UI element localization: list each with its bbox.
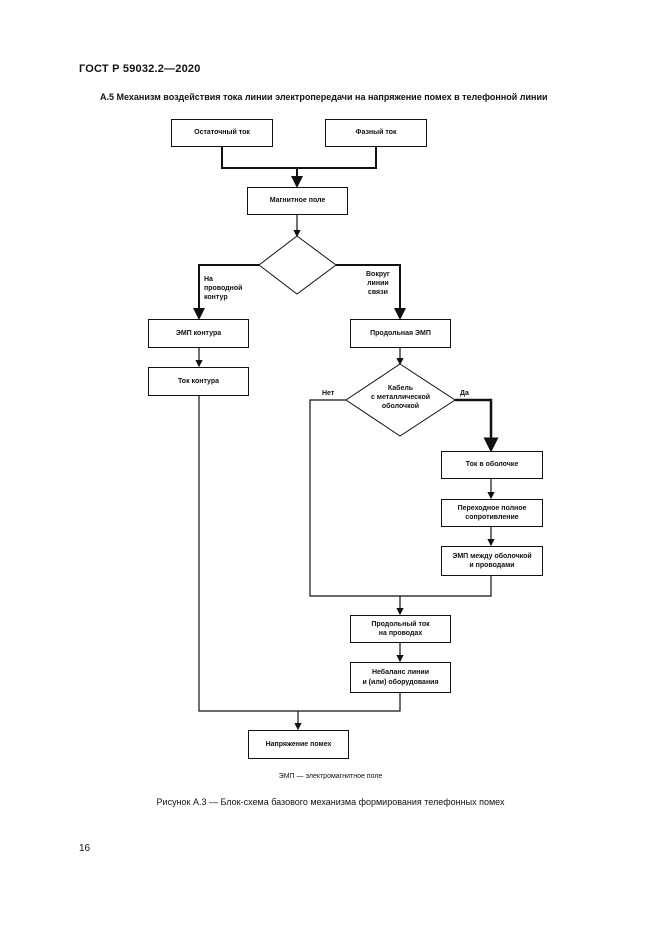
box-phase-current: Фазный ток <box>325 119 427 147</box>
box-magnetic-field: Магнитное поле <box>247 187 348 215</box>
decision-diamond-path <box>258 235 337 295</box>
box-longitudinal-emf: Продольная ЭМП <box>350 319 451 348</box>
section-title: А.5 Механизм воздействия тока линии элек… <box>100 92 548 102</box>
label-no: Нет <box>322 390 335 397</box>
label-to-circuit: На проводной контур <box>204 276 243 302</box>
box-emf-circuit: ЭМП контура <box>148 319 249 348</box>
label-around-line: Вокруг линии связи <box>366 271 390 297</box>
label-yes: Да <box>460 390 469 397</box>
figure-caption: Рисунок А.3 — Блок-схема базового механи… <box>156 797 505 807</box>
page-number: 16 <box>79 843 91 854</box>
decision-diamond-sheath <box>345 363 456 437</box>
decision-sheath-text: Кабель с металлической оболочкой <box>370 385 431 411</box>
document-code: ГОСТ Р 59032.2—2020 <box>79 63 201 75</box>
abbreviation-legend: ЭМП — электромагнитное поле <box>278 773 383 780</box>
box-circuit-current: Ток контура <box>148 367 249 396</box>
box-residual-current: Остаточный ток <box>171 119 273 147</box>
box-sheath-current: Ток в оболочке <box>441 451 543 479</box>
box-interference-voltage: Напряжение помех <box>248 730 349 759</box>
